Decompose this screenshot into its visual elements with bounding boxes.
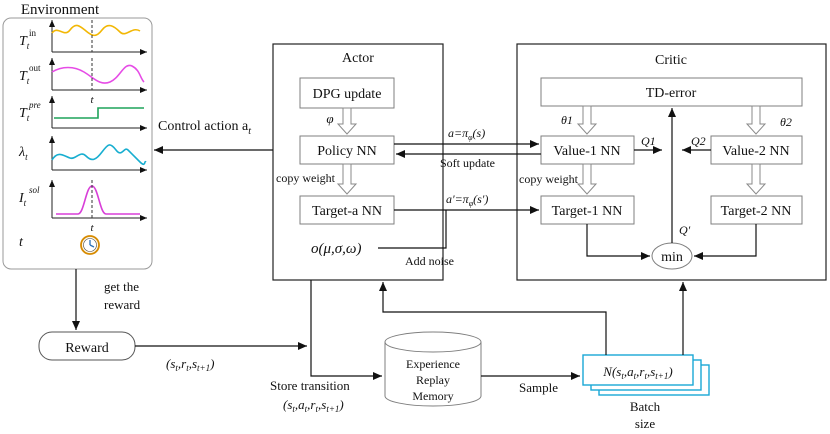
svg-text:in: in bbox=[29, 28, 37, 38]
store-transition-label: Store transition bbox=[270, 378, 350, 393]
phi-label: φ bbox=[326, 111, 333, 126]
replay-memory-cylinder: Experience Replay Memory bbox=[384, 331, 482, 407]
td-to-value2-arrow bbox=[745, 105, 767, 135]
reward-label: Reward bbox=[65, 341, 109, 356]
add-noise-label: Add noise bbox=[405, 254, 454, 268]
env-label-i-sol: It sol bbox=[18, 185, 40, 208]
q2-label: Q2 bbox=[691, 134, 706, 148]
transition-label: (st,rt,st+1) bbox=[166, 356, 214, 373]
clock-icon bbox=[80, 235, 100, 255]
q1-label: Q1 bbox=[641, 134, 656, 148]
actor-copy-weight-label: copy weight bbox=[276, 171, 336, 185]
batch-formula: N(st,at,rt,st+1) bbox=[602, 364, 672, 381]
env-label-t-in: Tt in bbox=[19, 28, 37, 51]
environment-title: Environment bbox=[21, 2, 100, 18]
mini-plot-t-out: t bbox=[49, 58, 147, 106]
action-equation-label: a=πφ(s) bbox=[448, 126, 485, 142]
td-error-box bbox=[540, 77, 803, 107]
value1-nn-label: Value-1 NN bbox=[553, 144, 620, 159]
svg-text:Tt: Tt bbox=[19, 69, 30, 86]
svg-text:It: It bbox=[18, 191, 27, 208]
store-transition-tuple: (st,at,rt,st+1) bbox=[283, 397, 344, 414]
policy-nn-label: Policy NN bbox=[317, 144, 377, 159]
dpg-update-label: DPG update bbox=[313, 87, 382, 102]
dpg-to-policy-arrow bbox=[336, 107, 358, 135]
value1-to-target1-arrow bbox=[576, 163, 598, 195]
noise-label: o(μ,σ,ω) bbox=[311, 241, 362, 257]
lambda-curve bbox=[51, 144, 147, 166]
sample-label: Sample bbox=[519, 380, 558, 395]
policy-nn-box bbox=[299, 135, 395, 165]
td-to-value1-arrow bbox=[576, 105, 598, 135]
batch-stack: N(st,at,rt,st+1) bbox=[582, 354, 710, 396]
get-reward-label-1: get the bbox=[104, 279, 139, 294]
env-label-lambda: λt bbox=[18, 145, 28, 162]
get-reward-label-2: reward bbox=[104, 297, 141, 312]
target2-nn-label: Target-2 NN bbox=[721, 204, 792, 219]
theta1-label: θ1 bbox=[561, 113, 573, 127]
mini-plot-lambda bbox=[49, 136, 147, 173]
mini-plot-t-in bbox=[49, 20, 147, 55]
svg-text:pre: pre bbox=[28, 100, 41, 110]
svg-text:λt: λt bbox=[18, 145, 28, 162]
svg-text:out: out bbox=[29, 63, 41, 73]
svg-text:t: t bbox=[90, 94, 94, 106]
critic-copy-weight-label: copy weight bbox=[519, 172, 579, 186]
control-action-label: Control action at bbox=[158, 119, 251, 137]
target-a-nn-label: Target-a NN bbox=[312, 204, 382, 219]
action-prime-equation-label: a'=πφ(s') bbox=[446, 192, 488, 208]
theta2-label: θ2 bbox=[780, 115, 792, 129]
env-label-time: t bbox=[19, 235, 24, 250]
soft-update-label: Soft update bbox=[440, 156, 495, 170]
t-out-curve bbox=[51, 64, 145, 84]
environment-panel bbox=[2, 17, 153, 270]
svg-text:t: t bbox=[90, 222, 94, 234]
td-error-label: TD-error bbox=[646, 86, 697, 101]
value2-nn-label: Value-2 NN bbox=[722, 144, 789, 159]
t-in-curve bbox=[51, 24, 141, 37]
t-pre-curve bbox=[54, 107, 144, 119]
critic-title: Critic bbox=[655, 53, 687, 68]
svg-text:Tt: Tt bbox=[19, 34, 30, 51]
memory-label-3: Memory bbox=[412, 389, 453, 403]
value2-nn-box bbox=[710, 135, 803, 165]
env-label-t-pre: Tt pre bbox=[19, 100, 41, 123]
dpg-update-box bbox=[299, 77, 395, 109]
svg-text:sol: sol bbox=[29, 185, 40, 195]
q-prime-label: Q' bbox=[679, 223, 691, 237]
min-label: min bbox=[661, 250, 683, 265]
mini-plot-i-sol: t bbox=[49, 180, 147, 234]
actor-title: Actor bbox=[342, 51, 374, 66]
target1-nn-label: Target-1 NN bbox=[552, 204, 623, 219]
target1-nn-box bbox=[540, 195, 635, 225]
memory-label-1: Experience bbox=[406, 357, 460, 371]
batch-size-label-2: size bbox=[635, 416, 655, 431]
policy-to-target-a-arrow bbox=[336, 163, 358, 195]
env-label-t-out: Tt out bbox=[19, 63, 41, 86]
target-a-nn-box bbox=[299, 195, 395, 225]
svg-text:Tt: Tt bbox=[19, 106, 30, 123]
mini-plot-t-pre bbox=[49, 96, 147, 131]
memory-label-2: Replay bbox=[416, 373, 450, 387]
batch-size-label-1: Batch bbox=[630, 399, 661, 414]
value2-to-target2-arrow bbox=[745, 163, 767, 195]
target2-nn-box bbox=[710, 195, 803, 225]
